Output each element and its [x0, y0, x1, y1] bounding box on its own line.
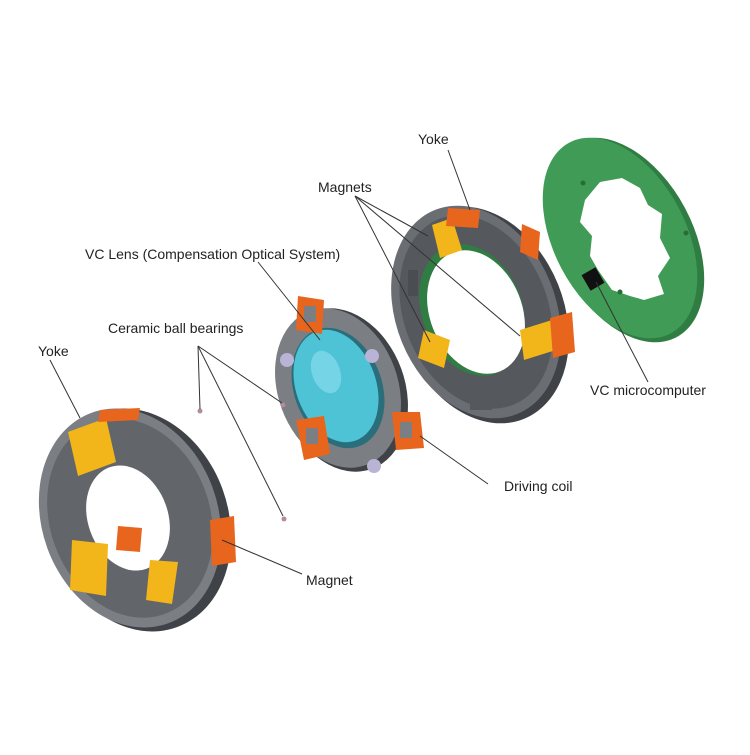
front-yoke-assembly — [38, 408, 236, 632]
ball-bearing — [281, 516, 287, 522]
microcomputer-chip — [581, 267, 605, 291]
label-yoke-right: Yoke — [418, 131, 449, 147]
label-yoke-left: Yoke — [38, 343, 69, 359]
rear-yoke-assembly — [391, 205, 575, 424]
label-driving-coil: Driving coil — [504, 478, 573, 494]
ball-bearing — [197, 408, 203, 414]
lens-assembly — [275, 296, 424, 473]
label-vc-lens: VC Lens (Compensation Optical System) — [85, 246, 341, 262]
pcb-ring — [542, 137, 705, 343]
leader-lines — [49, 149, 649, 575]
label-vc-microcomputer: VC microcomputer — [590, 382, 706, 398]
label-magnet: Magnet — [306, 572, 353, 588]
ball-bearing — [280, 402, 286, 408]
label-ceramic-ball-bearings: Ceramic ball bearings — [108, 320, 244, 336]
label-magnets: Magnets — [318, 179, 372, 195]
